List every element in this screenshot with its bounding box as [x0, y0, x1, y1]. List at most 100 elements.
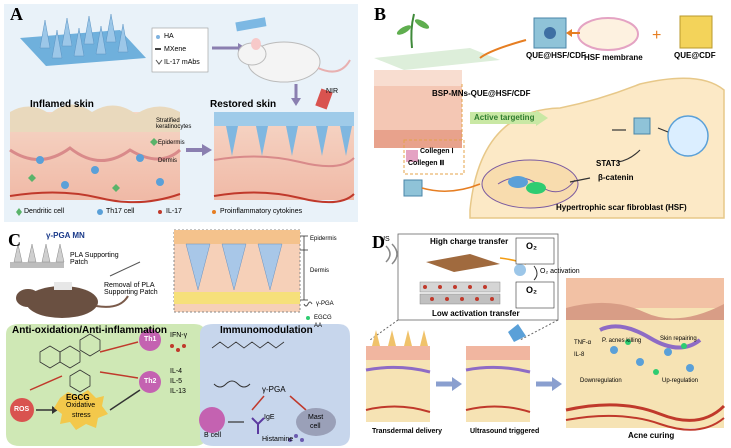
inserted-needles — [226, 126, 352, 156]
dendritic-cells — [28, 138, 158, 192]
mouse-tail — [317, 59, 351, 73]
mouse-c-head — [16, 289, 40, 307]
triplet-oxygen-box — [515, 281, 555, 309]
o2-activation-arrow — [533, 265, 538, 281]
epidermis-c-label: Epidermis — [310, 236, 337, 242]
us-label: US — [380, 236, 390, 243]
collagen3-label: Collegen Ⅲ — [408, 160, 445, 167]
key-cytokines: Proinflammatory cytokines — [220, 208, 303, 215]
acne-vessel — [565, 403, 726, 422]
arrow-to-stat3 — [617, 149, 641, 163]
inhibit-mast — [289, 395, 307, 411]
arrow-head — [52, 406, 58, 414]
skin-repairing-label: Skin repairing — [660, 336, 697, 342]
panel-c — [4, 228, 350, 446]
th1-label: Th1 — [144, 336, 157, 343]
ifn-label: IFN-γ — [170, 332, 188, 339]
immunomodulation-title: Immunomodulation — [220, 325, 313, 336]
us-wave — [391, 243, 398, 265]
mxene-icon — [155, 48, 161, 50]
transcription-factor — [508, 176, 528, 188]
zoom-line — [109, 261, 141, 277]
plant-leaf — [414, 19, 430, 29]
hsf-membrane-icon — [577, 17, 639, 51]
legend-egcg: EGCG — [314, 315, 332, 321]
stratified-keratinocytes-label: Stratified keratinocytes — [156, 118, 192, 130]
cytokine-icon — [212, 210, 216, 214]
us-wave — [385, 245, 391, 263]
plant-stem — [410, 13, 415, 49]
antioxidation-box — [6, 324, 206, 446]
mast-cell-label: cell — [310, 423, 321, 430]
hsf-membrane-label: HSF membrane — [584, 53, 643, 62]
acne-curing-label: Acne curing — [628, 431, 675, 440]
panel-letter-c: C — [8, 230, 21, 250]
keratinocyte-layer — [10, 104, 180, 132]
molecule-layer — [426, 254, 500, 272]
hsf-label: Hypertrophic scar fibroblast (HSF) — [556, 203, 687, 212]
o2-activation-label: O₂ activation — [540, 268, 580, 275]
endosome — [667, 115, 709, 157]
oxidative-label: Oxidative — [66, 402, 96, 409]
vessel-1 — [365, 405, 431, 413]
blood-vessel-restored — [213, 191, 355, 204]
legend-il17-mabs: IL-17 mAbs — [164, 59, 200, 66]
ige-antibody — [251, 417, 265, 434]
egcg-label: EGCG — [66, 393, 90, 402]
th2-cell — [139, 371, 161, 393]
tnf-label: TNF-α — [574, 340, 592, 346]
inhibition-catenin — [569, 177, 591, 183]
il17-icon — [158, 210, 162, 214]
dermis-c-label: Dermis — [310, 268, 329, 274]
collagen1-label: Collegen Ⅰ — [420, 148, 454, 155]
p-acnes-label: P. acnes killing — [602, 338, 642, 344]
pga-chain — [211, 341, 285, 349]
histamine-label: Histamine — [262, 436, 294, 443]
mn-patch-on-skin — [214, 112, 354, 126]
skin-top-2 — [466, 346, 530, 360]
arrow-head-right — [202, 144, 212, 156]
vessel-2 — [465, 405, 531, 413]
active-targeting-bar — [470, 112, 536, 124]
il5-label: IL-5 — [170, 378, 183, 385]
ultrasound-probe — [508, 324, 526, 342]
pga-mn-label: γ-PGA MN — [46, 231, 85, 240]
cell-layer-2 — [465, 365, 531, 374]
panel-b: + — [366, 4, 728, 222]
acne-vessel-2 — [565, 414, 725, 431]
arrow-to-endosome — [657, 127, 669, 133]
acne-particles — [625, 339, 687, 375]
restored-epidermis-boundary — [213, 155, 355, 168]
mn-patch-small — [235, 17, 267, 32]
il4-label: IL-4 — [170, 368, 183, 375]
mast-cell — [296, 408, 336, 436]
collagen-box — [403, 139, 465, 175]
singlet-o2-label: O₂ — [526, 241, 537, 251]
b-cell — [199, 407, 225, 433]
mouse-c — [26, 286, 98, 318]
mast-label: Mast — [308, 414, 324, 421]
pla-patch-label: PLA Supporting Patch — [70, 252, 119, 266]
acne-cells — [599, 324, 702, 350]
th17-cells — [36, 154, 164, 189]
active-targeting-label: Active targeting — [474, 113, 535, 122]
arrow-to-patch — [479, 39, 527, 59]
active-targeting-arrowhead — [536, 110, 548, 126]
singlet-oxygen-box — [515, 237, 555, 265]
skin-bottom — [374, 130, 462, 148]
cell-layer-1 — [365, 365, 431, 374]
histamine-granules — [288, 434, 304, 442]
transdermal-label: Transdermal delivery — [372, 428, 443, 435]
inhibit-ige — [251, 395, 265, 411]
que-core — [544, 27, 556, 39]
needles-1 — [372, 330, 428, 346]
triplet-o2-label: O₂ — [526, 285, 537, 295]
legend-ha: HA — [164, 33, 174, 40]
catenin-label: β-catenin — [598, 173, 634, 182]
bsp-patch — [374, 48, 500, 70]
inhibit-th1 — [99, 341, 139, 353]
inflamed-skin-title: Inflamed skin — [30, 99, 94, 110]
transcription-factor-2 — [526, 182, 546, 194]
arrow-stress-to-th2 — [109, 389, 141, 411]
